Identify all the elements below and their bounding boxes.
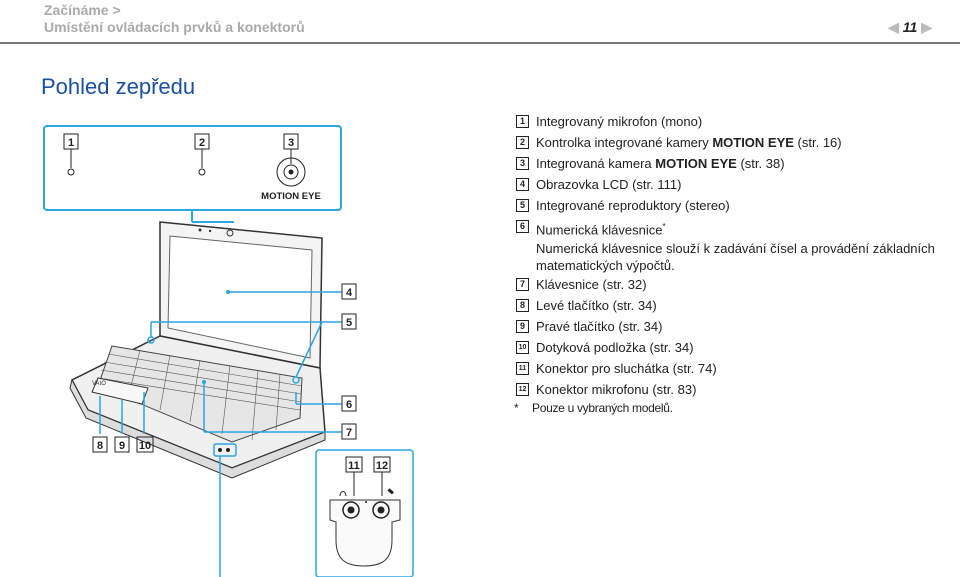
svg-text:VAIO: VAIO — [92, 381, 106, 387]
page-title: Pohled zepředu — [41, 74, 196, 99]
label-box-12: 12 — [373, 456, 391, 473]
footnote: * Pouze u vybraných modelů. — [514, 401, 673, 415]
svg-text:8: 8 — [97, 440, 103, 452]
label-box-10: 10 — [136, 436, 154, 453]
headphone-jack-icon — [342, 501, 360, 519]
touchpad — [91, 377, 149, 405]
label-box-2: 2 — [194, 133, 210, 150]
microphone-jack-icon — [372, 501, 390, 519]
svg-text:10: 10 — [139, 440, 151, 452]
breadcrumb-section[interactable]: Začínáme > — [44, 2, 121, 18]
next-page-arrow-icon[interactable]: ▶ — [921, 19, 932, 35]
breadcrumb-topic[interactable]: Umístění ovládacích prvků a konektorů — [44, 19, 305, 35]
svg-text:12: 12 — [376, 460, 388, 472]
label-box-5: 5 — [341, 313, 357, 330]
svg-text:1: 1 — [68, 137, 74, 149]
label-box-11: 11 — [345, 456, 363, 473]
microphone-icon — [67, 168, 75, 176]
header-rule — [0, 42, 960, 44]
camera-label: MOTION EYE — [261, 191, 321, 202]
camera-indicator-icon — [198, 168, 206, 176]
label-box-3: 3 — [283, 133, 299, 150]
page-number: 11 — [902, 19, 918, 35]
label-box-8: 8 — [92, 436, 108, 453]
svg-text:7: 7 — [346, 427, 352, 439]
label-box-9: 9 — [114, 436, 130, 453]
camera-lens-icon — [276, 157, 306, 187]
svg-text:4: 4 — [346, 287, 353, 299]
svg-text:11: 11 — [348, 460, 360, 472]
label-box-7: 7 — [341, 423, 357, 440]
svg-text:9: 9 — [119, 440, 125, 452]
port-callout-box — [315, 449, 414, 577]
numeric-keypad-description: Numerická klávesnice slouží k zadávání č… — [536, 241, 935, 274]
svg-text:2: 2 — [199, 137, 205, 149]
prev-page-arrow-icon[interactable]: ◀ — [888, 19, 899, 35]
svg-text:5: 5 — [346, 317, 352, 329]
lcd-screen — [167, 235, 313, 359]
label-box-4: 4 — [341, 283, 357, 300]
label-box-1: 1 — [63, 133, 79, 150]
label-box-6: 6 — [341, 395, 357, 412]
svg-text:3: 3 — [288, 137, 294, 149]
page-navigation: ◀ 11 ▶ — [888, 19, 932, 36]
svg-text:6: 6 — [346, 399, 352, 411]
